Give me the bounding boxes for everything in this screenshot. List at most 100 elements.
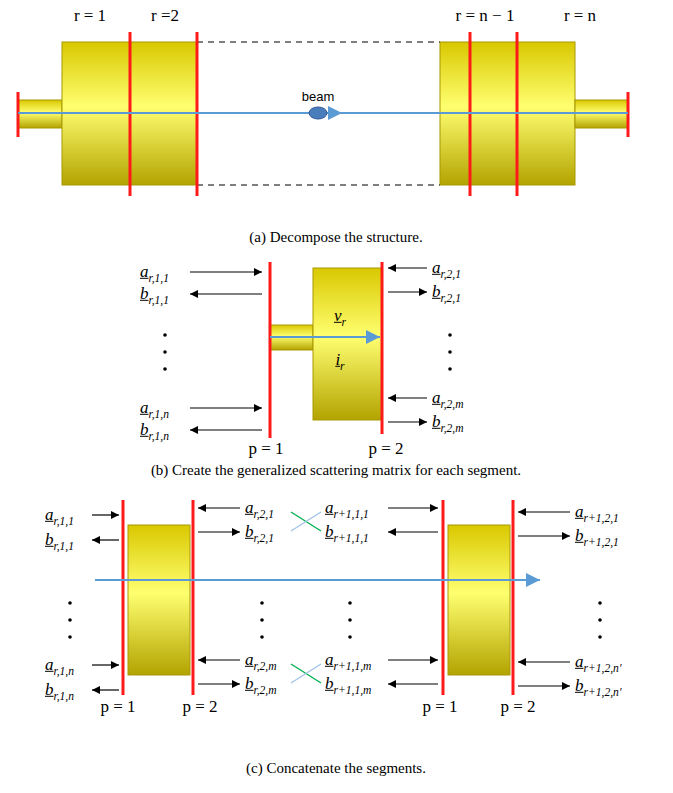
plane-label: p = 1 (422, 697, 457, 717)
subscript: r (340, 359, 345, 372)
panel-caption: (a) Decompose the structure. (249, 228, 422, 246)
wave-amplitude-label: ar+1,2,1 (575, 502, 619, 522)
wave-amplitude-label: br+1,2,1 (575, 526, 619, 546)
plane-label: p = 2 (368, 439, 403, 459)
symbol: a (432, 258, 441, 277)
plane-label: p = 2 (182, 697, 217, 717)
ellipsis-dot (68, 618, 72, 622)
wave-arrow (388, 683, 438, 684)
port-plane (512, 500, 515, 695)
subscript: r+1,2,1 (584, 511, 619, 524)
ellipsis-dot (598, 601, 602, 605)
symbol: v (334, 306, 342, 325)
wave-amplitude-label: ar,1,1 (140, 262, 169, 282)
wave-arrow (198, 659, 240, 660)
wave-arrow (198, 683, 240, 684)
wave-arrow (388, 267, 427, 268)
wave-arrow (190, 271, 262, 272)
ellipsis-dot (348, 601, 352, 605)
subscript: r,2,m (254, 683, 277, 696)
ellipsis-dot (260, 635, 264, 639)
subscript: r,2,1 (441, 267, 462, 280)
wave-amplitude-label: ar,1,n (140, 398, 169, 418)
subscript: r+1,1,1 (334, 531, 369, 544)
symbol: b (140, 284, 149, 303)
plane-label: r = n − 1 (456, 6, 515, 26)
port-connection (291, 664, 321, 683)
subscript: r+1,2,n′ (584, 685, 622, 698)
wave-amplitude-label: br,1,1 (45, 530, 74, 550)
wave-arrow (198, 531, 240, 532)
subscript: r+1,2,n′ (584, 661, 622, 674)
cavity-cell (448, 525, 510, 675)
symbol: b (325, 522, 334, 541)
plane-label: r = 1 (74, 6, 106, 26)
subscript: r+1,1,m (334, 659, 372, 672)
ellipsis-dot (163, 367, 167, 371)
ellipsis-dot (163, 333, 167, 337)
symbol: a (45, 505, 54, 524)
ellipsis-dot (163, 350, 167, 354)
subscript: r+1,1,1 (334, 507, 369, 520)
wave-arrow (518, 535, 570, 536)
symbol: b (140, 420, 149, 439)
subscript: r+1,1,m (334, 683, 372, 696)
wave-amplitude-label: br+1,2,n′ (575, 676, 621, 696)
cavity-cell (128, 525, 190, 675)
plane-label: r = n (564, 6, 596, 26)
subscript: r,1,1 (149, 293, 170, 306)
wave-amplitude-label: br,2,1 (245, 522, 274, 542)
symbol: a (325, 498, 334, 517)
subscript: r,1,n (54, 689, 75, 702)
wave-arrow (388, 397, 427, 398)
subscript: r,2,1 (254, 507, 275, 520)
wave-arrow (92, 664, 119, 665)
wave-arrow (388, 659, 438, 660)
wave-amplitude-label: br,2,m (245, 674, 277, 694)
subscript: r (342, 315, 347, 328)
symbol: a (575, 652, 584, 671)
beam-arrow (95, 579, 540, 581)
wave-amplitude-label: ar,1,n (45, 655, 74, 675)
ellipsis-dot (260, 601, 264, 605)
wave-arrow (388, 291, 427, 292)
wave-arrow (518, 685, 570, 686)
symbol: b (432, 412, 441, 431)
ellipsis-dot (68, 601, 72, 605)
beam-arrow (270, 336, 380, 338)
wave-amplitude-label: ir (335, 350, 344, 370)
ellipsis-dot (348, 618, 352, 622)
subscript: r,1,1 (54, 514, 75, 527)
wave-arrow (92, 689, 119, 690)
port-plane (381, 262, 384, 434)
wave-amplitude-label: ar+1,1,m (325, 650, 371, 670)
subscript: r+1,2,1 (584, 535, 619, 548)
wave-arrow (190, 407, 262, 408)
symbol: a (432, 388, 441, 407)
subscript: r,2,m (441, 421, 464, 434)
plane-label: p = 1 (100, 697, 135, 717)
beam-bunch (309, 107, 327, 119)
symbol: b (325, 674, 334, 693)
panel-caption: (b) Create the generalized scattering ma… (151, 461, 521, 479)
subscript: r,1,n (149, 407, 170, 420)
symbol: b (45, 680, 54, 699)
port-plane (269, 262, 272, 438)
cavity-cell (313, 268, 382, 420)
symbol: a (325, 650, 334, 669)
ellipsis-dot (448, 333, 452, 337)
symbol: a (45, 655, 54, 674)
wave-arrow (518, 511, 570, 512)
symbol: a (140, 262, 149, 281)
port-plane (122, 500, 125, 695)
ellipsis-dot (448, 367, 452, 371)
wave-amplitude-label: br,2,m (432, 412, 464, 432)
subscript: r,1,n (149, 429, 170, 442)
dashed-outline (197, 41, 440, 42)
subscript: r,1,1 (54, 539, 75, 552)
plane-label: r =2 (151, 6, 179, 26)
dashed-outline (197, 184, 440, 185)
subscript: r,2,1 (441, 291, 462, 304)
symbol: b (575, 526, 584, 545)
